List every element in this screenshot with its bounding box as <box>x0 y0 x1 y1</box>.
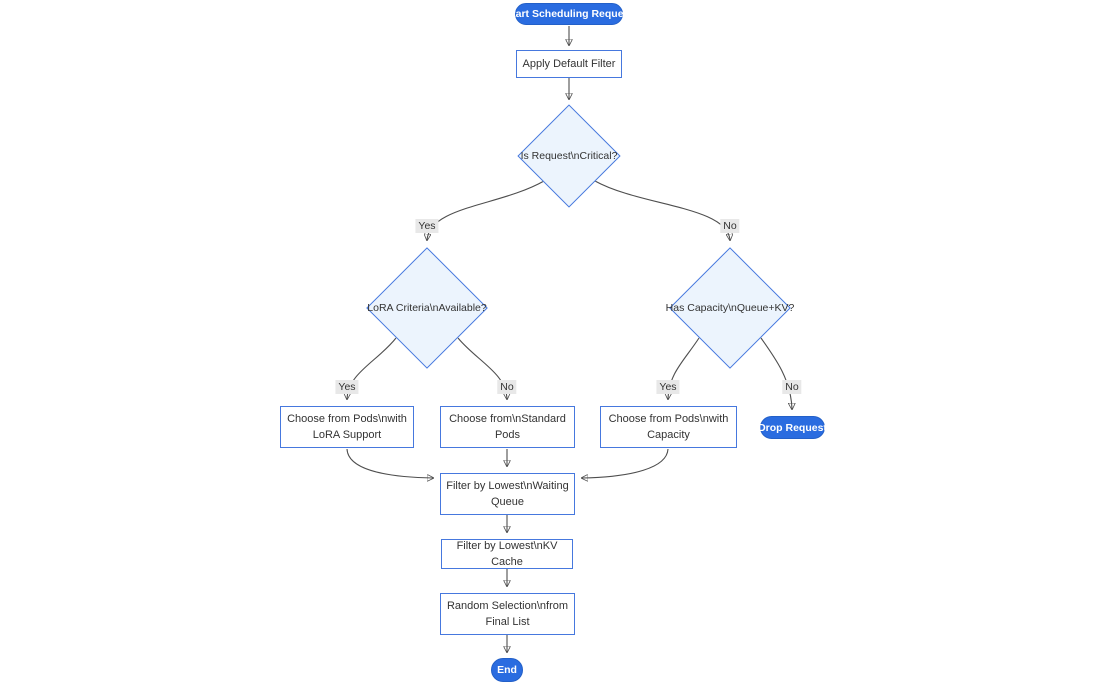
decision-label: Is Request\nCritical? <box>520 150 618 162</box>
node-random-selection: Random Selection\nfrom Final List <box>440 593 575 635</box>
node-end: End <box>491 658 523 682</box>
edge-label-critical-yes: Yes <box>415 219 439 233</box>
edge-label-critical-no: No <box>720 219 740 233</box>
node-apply-default-filter: Apply Default Filter <box>516 50 622 78</box>
edge-label-capacity-no: No <box>782 380 802 394</box>
node-filter-kv-cache: Filter by Lowest\nKV Cache <box>441 539 573 569</box>
node-choose-standard-pods: Choose from\nStandard Pods <box>440 406 575 448</box>
node-drop-request: Drop Request <box>758 416 827 439</box>
decision-has-capacity: Has Capacity\nQueue+KV? <box>666 247 794 369</box>
edge-chooselora-waiting <box>346 448 433 478</box>
edge-label-capacity-yes: Yes <box>656 380 680 394</box>
decision-label: Has Capacity\nQueue+KV? <box>665 302 795 314</box>
node-filter-waiting-queue: Filter by Lowest\nWaiting Queue <box>440 473 575 515</box>
node-choose-lora-pods: Choose from Pods\nwith LoRA Support <box>280 406 414 448</box>
edge-choosecap-waiting <box>582 448 669 478</box>
edge-capacity-no <box>760 337 792 409</box>
decision-is-request-critical: Is Request\nCritical? <box>517 104 621 208</box>
node-start: Start Scheduling Request <box>505 3 633 25</box>
decision-label: LoRA Criteria\nAvailable? <box>367 302 487 314</box>
edge-label-lora-yes: Yes <box>335 380 359 394</box>
decision-lora-criteria-available: LoRA Criteria\nAvailable? <box>366 247 488 369</box>
edge-label-lora-no: No <box>497 380 517 394</box>
node-choose-capacity-pods: Choose from Pods\nwith Capacity <box>600 406 737 448</box>
